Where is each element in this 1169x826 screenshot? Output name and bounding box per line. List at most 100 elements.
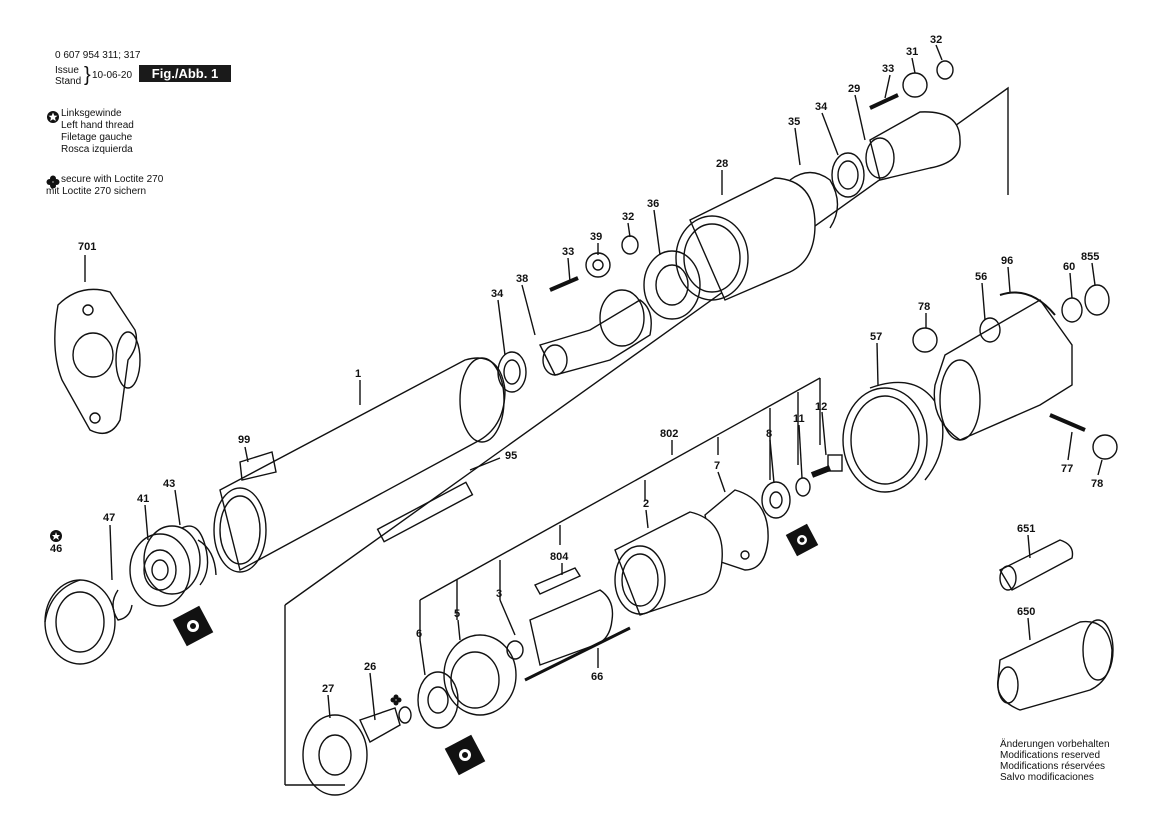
label-29: 29 (848, 83, 860, 95)
legend-loctite-line-1: secure with Loctite 270 (61, 174, 164, 185)
label-41: 41 (137, 493, 149, 505)
part-650-silencer (996, 619, 1114, 711)
part-3-rotor (506, 589, 614, 666)
part-804-label (534, 567, 582, 595)
part-78-upper (912, 327, 938, 353)
legend-loctite: secure with Loctite 270 mit Loctite 270 … (46, 174, 163, 198)
label-47: 47 (103, 512, 115, 524)
label-46: 46 (50, 543, 62, 555)
left-hand-thread-icon (47, 111, 59, 123)
label-66: 66 (591, 671, 603, 683)
label-33-upper: 33 (562, 246, 574, 258)
mods-line-1: Änderungen vorbehalten (1000, 739, 1110, 750)
label-651: 651 (1017, 523, 1035, 535)
part-34-shim-top (831, 152, 865, 198)
label-34-top: 34 (815, 101, 828, 113)
legend-lh-line-3: Filetage gauche (61, 132, 133, 143)
label-95: 95 (505, 450, 517, 462)
bearing-symbol-icon (785, 523, 819, 557)
bearing-symbol-icon (444, 734, 486, 776)
label-650: 650 (1017, 606, 1035, 618)
label-99: 99 (238, 434, 250, 446)
label-31: 31 (906, 46, 918, 58)
part-66-vane (524, 626, 631, 682)
label-38: 38 (516, 273, 528, 285)
legend-lh-line-4: Rosca izquierda (61, 144, 133, 155)
label-39: 39 (590, 231, 602, 243)
part-8-bearing (761, 481, 791, 519)
part-36-bearing (643, 250, 701, 320)
label-28: 28 (716, 158, 728, 170)
part-28-ring-gear (675, 177, 816, 301)
label-32-top: 32 (930, 34, 942, 46)
part-31-gear (902, 72, 928, 98)
label-33-top: 33 (882, 63, 894, 75)
label-78-lower: 78 (1091, 478, 1103, 490)
part-57-sleeve (842, 381, 944, 493)
part-96-label (999, 291, 1056, 316)
label-11: 11 (793, 413, 805, 425)
bearing-symbol-icon (172, 605, 214, 647)
part-77-pin (1049, 413, 1086, 432)
brace: } (84, 64, 91, 86)
figure-label: Fig./Abb. 1 (139, 65, 231, 82)
label-32-upper: 32 (622, 211, 634, 223)
part-47-ring (112, 589, 133, 621)
label-7: 7 (714, 460, 720, 472)
mods-line-2: Modifications reserved (1000, 750, 1101, 761)
part-6-bearing (417, 671, 459, 729)
part-46-ring-nut (44, 579, 116, 665)
part-5-endplate (443, 634, 517, 716)
label-8: 8 (766, 428, 772, 440)
label-804: 804 (550, 551, 569, 563)
mods-line-3: Modifications réservées (1000, 761, 1106, 772)
part-29-spindle (865, 111, 961, 181)
label-2: 2 (643, 498, 649, 510)
frame-top (284, 86, 1009, 606)
label-6: 6 (416, 628, 422, 640)
part-855-oring (1084, 284, 1110, 316)
label-77: 77 (1061, 463, 1073, 475)
part-701-flange (54, 288, 141, 434)
part-60-filter (1061, 297, 1083, 323)
part-34-shim-upper (497, 351, 527, 393)
part-651-nipple (999, 539, 1074, 591)
part-number: 0 607 954 311; 317 (55, 50, 141, 61)
label-57: 57 (870, 331, 882, 343)
label-35: 35 (788, 116, 800, 128)
issue-label: Issue (55, 65, 79, 76)
left-hand-thread-icon (50, 530, 62, 542)
label-3: 3 (496, 588, 502, 600)
label-701: 701 (78, 241, 96, 253)
label-27: 27 (322, 683, 334, 695)
label-56: 56 (975, 271, 987, 283)
part-38-carrier (539, 289, 652, 376)
issue-date: 10-06-20 (92, 70, 133, 81)
label-855: 855 (1081, 251, 1099, 263)
loctite-icon (390, 694, 402, 706)
label-26: 26 (364, 661, 376, 673)
part-43-ring (181, 525, 209, 586)
label-5: 5 (454, 608, 460, 620)
legend-loctite-line-2: mit Loctite 270 sichern (46, 186, 147, 197)
modifications-note: Änderungen vorbehalten Modifications res… (1000, 739, 1110, 783)
part-32-top (936, 60, 954, 80)
part-11-washer (795, 477, 811, 497)
label-36: 36 (647, 198, 659, 210)
legend-lh-line-1: Linksgewinde (61, 108, 122, 119)
part-35-circlip (789, 171, 839, 229)
label-78-upper: 78 (918, 301, 930, 313)
loctite-icon (46, 175, 60, 189)
stand-label: Stand (55, 76, 82, 87)
part-27-disc (302, 714, 368, 796)
label-96: 96 (1001, 255, 1013, 267)
part-78-lower (1092, 434, 1118, 460)
label-802: 802 (660, 428, 678, 440)
legend-left-hand-thread: Linksgewinde Left hand thread Filetage g… (46, 108, 134, 156)
part-56-housing (933, 299, 1073, 441)
part-33-pin-upper (549, 276, 579, 292)
label-43: 43 (163, 478, 175, 490)
part-26-pinion (359, 706, 412, 743)
part-12-screw (810, 454, 843, 478)
